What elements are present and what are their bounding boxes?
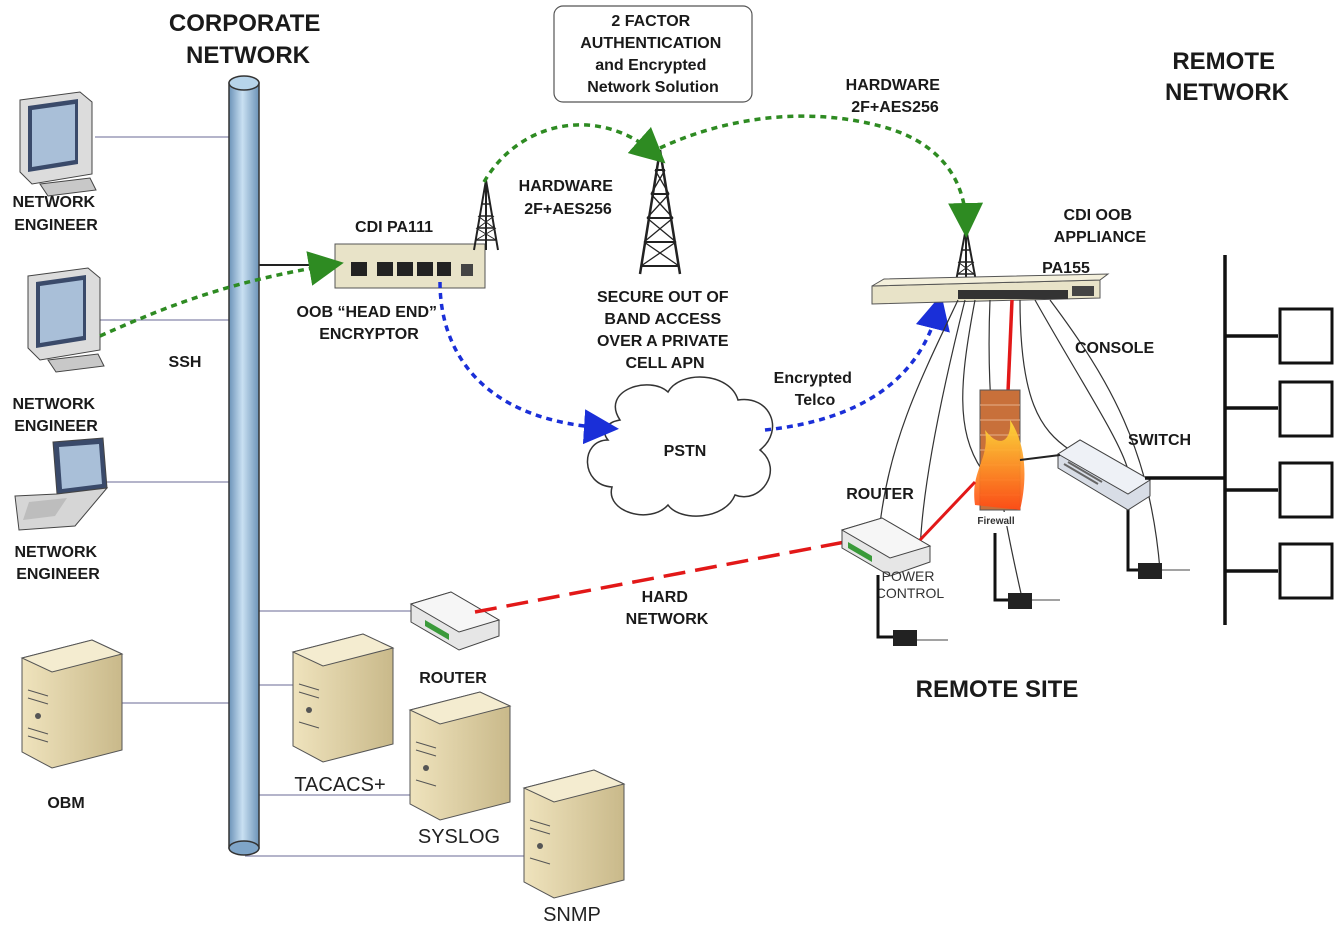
server-icon: [291, 633, 395, 763]
ssh-label: SSH: [169, 354, 202, 371]
remote-host-box: [1278, 307, 1334, 600]
switch-label: SWITCH: [1128, 432, 1191, 449]
hardware-left-label: HARDWARE 2F+AES256: [519, 178, 618, 218]
corporate-network-title: CORPORATE NETWORK: [169, 10, 327, 69]
cell-tower-icon: [638, 149, 682, 275]
switch-icon: [1057, 439, 1151, 511]
network-engineer-3-label: NETWORK ENGINEER: [14, 544, 101, 583]
firewall-label: Firewall: [977, 516, 1014, 527]
hardware-right-label: HARDWARE 2F+AES256: [846, 77, 945, 116]
server-icon: [408, 691, 512, 821]
cdi-oob-appliance-label: CDI OOB APPLIANCE: [1054, 207, 1147, 246]
power-control-label: POWER CONTROL: [876, 568, 945, 601]
firewall-icon: [970, 389, 1026, 526]
pa111-device: [334, 243, 486, 289]
server-icon: [20, 639, 124, 769]
router-icon: [409, 591, 501, 651]
syslog-label: SYSLOG: [418, 826, 500, 848]
power-cords: [876, 495, 1140, 639]
server-icon: [522, 769, 626, 899]
svg-text:2 FACTOR AUTHENTICATION: 2 FACTOR AUTHENTICATION and Encrypted Ne…: [580, 13, 725, 96]
power-cables: [917, 569, 1190, 641]
remote-network-bus: [1223, 255, 1278, 625]
pa155-label: PA155: [1042, 260, 1090, 277]
router-remote-label: ROUTER: [846, 486, 914, 503]
hard-network-label: HARD NETWORK: [626, 589, 709, 628]
laptop-icon: [14, 437, 109, 531]
oob-head-end-label: OOB “HEAD END” ENCRYPTOR: [297, 304, 442, 343]
obm-label: OBM: [47, 795, 84, 812]
remote-site-label: REMOTE SITE: [916, 676, 1079, 703]
pstn-links: [438, 281, 950, 445]
secure-oob-label: SECURE OUT OF BAND ACCESS OVER A PRIVATE…: [597, 289, 733, 372]
router-corp-label: ROUTER: [419, 670, 487, 687]
workstation-icon: [19, 91, 97, 197]
backbone-links: [95, 136, 530, 857]
antenna-icon: [473, 179, 499, 251]
cellular-links: [99, 114, 984, 338]
snmp-label: SNMP: [543, 904, 601, 926]
pstn-label: PSTN: [664, 443, 707, 460]
tacacs-label: TACACS+: [294, 774, 385, 796]
pstn-cloud: [586, 376, 774, 517]
router-firewall-link: [918, 480, 977, 542]
power-plug-icon: [893, 563, 1162, 646]
console-label: CONSOLE: [1075, 340, 1154, 357]
two-factor-callout: 2 FACTOR AUTHENTICATION and Encrypted Ne…: [553, 5, 753, 103]
pa155-device: [871, 273, 1110, 305]
remote-network-title: REMOTE NETWORK: [1165, 48, 1290, 106]
network-engineer-1-label: NETWORK ENGINEER: [12, 194, 99, 234]
network-engineer-2-label: NETWORK ENGINEER: [12, 396, 99, 435]
switch-firewall-link: [1019, 454, 1061, 461]
cdi-pa111-label: CDI PA111: [355, 219, 433, 236]
workstation-icon: [27, 267, 105, 373]
firewall-red-link: [1006, 299, 1014, 393]
encrypted-telco-label: Encrypted Telco: [774, 370, 857, 409]
corporate-backbone: [228, 75, 260, 856]
router-icon: [840, 517, 932, 577]
